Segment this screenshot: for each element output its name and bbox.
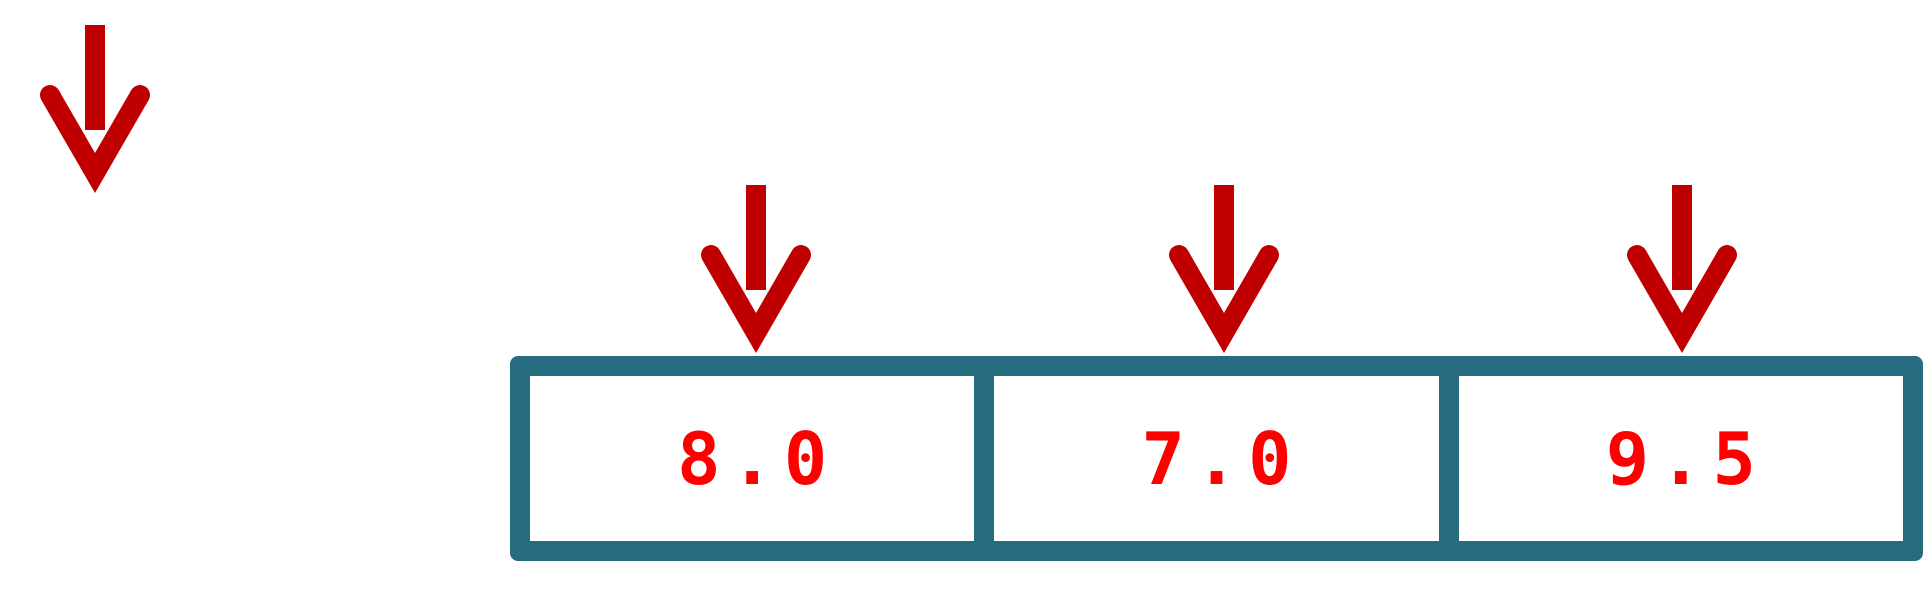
array-container: 8.0 7.0 9.5 — [510, 356, 1923, 561]
down-arrow-icon — [1164, 185, 1284, 355]
down-arrow-icon — [1622, 185, 1742, 355]
cell-value: 8.0 — [677, 416, 838, 501]
down-arrow-icon — [696, 185, 816, 355]
down-arrow-icon — [35, 25, 155, 195]
array-cell: 7.0 — [994, 376, 1439, 541]
cell-value: 7.0 — [1141, 416, 1302, 501]
array-cell: 9.5 — [1458, 376, 1903, 541]
array-cell: 8.0 — [530, 376, 975, 541]
cell-value: 9.5 — [1605, 416, 1766, 501]
